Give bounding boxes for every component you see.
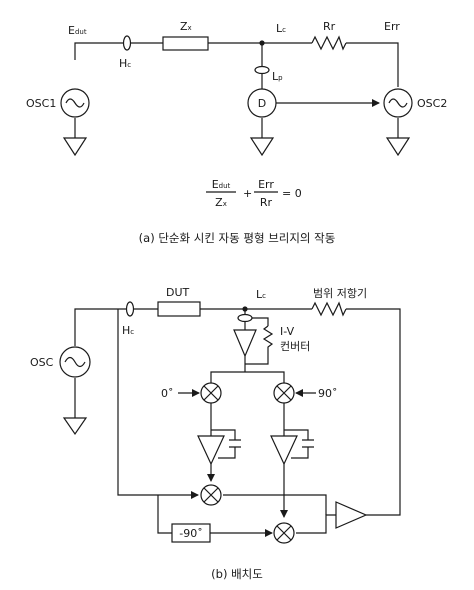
label-zx: Zx [180,20,192,33]
lc-node [259,40,265,46]
label-0deg: 0˚ [161,387,174,400]
eq-num2: Err [258,178,274,191]
label-osc2: OSC2 [417,97,447,110]
integrator-right [270,435,298,466]
dut-box [157,301,201,317]
wire-split [210,371,285,383]
wire-int-right-fb2 [291,447,309,459]
lp-probe-icon [254,65,270,75]
eq-plus: + [243,187,252,200]
mixer-bottom-lower [273,522,295,544]
wire-int-left-fb [211,429,236,440]
wire-int-left-fb2 [218,447,236,459]
label-osc1: OSC1 [26,97,56,110]
label-iv: I-V [280,325,295,338]
wire-loop-left [117,309,199,499]
label-hc: Hc [122,324,134,337]
eq-den1: Zx [215,196,227,209]
wire-lc-feedback [245,317,269,326]
ground-icon [385,137,411,157]
wire-int-right-fb [284,429,309,440]
eq-den2: Rr [260,196,273,209]
label-hc: Hc [119,57,131,70]
diagram-a: Edut Hc Zx Lc Rr Err Lp OSC1 OSC2 D Edut… [26,20,447,245]
label-lp: Lp [272,70,283,83]
label-dut: DUT [166,286,190,299]
sine-icon [64,356,86,368]
capacitor-icon [229,439,241,448]
capacitor-icon [302,439,314,448]
hc-probe-icon [125,301,135,317]
detector-circle [247,88,277,118]
ground-icon [62,417,88,436]
label-detector: D [258,97,266,110]
hc-probe-icon [122,35,132,51]
mixer-bottom-upper [200,484,222,506]
rr-resistor [311,35,347,51]
output-amplifier [335,501,368,529]
label-osc: OSC [30,356,54,369]
ground-icon [62,137,88,157]
sine-icon [65,98,85,108]
wire-loop-bottom-left [157,495,172,534]
lc-probe-icon [237,313,253,323]
iv-amplifier [233,329,257,358]
wire-feedback-res-bottom [245,350,269,365]
caption-a: (a) 단순화 시킨 자동 평형 브리지의 작동 [139,231,336,245]
eq-num1: Edut [212,178,231,191]
label-phase-shift: -90˚ [179,527,202,540]
label-90deg: 90˚ [318,387,338,400]
balance-equation: Edut Zx + Err Rr = 0 [206,178,302,209]
label-converter: 컨버터 [280,340,310,353]
wire-mixer-bottom-right [296,514,336,534]
diagram-b: OSC DUT Hc Lc 범위 저항기 I-V 컨버터 0˚ 90˚ -90˚… [30,286,401,581]
range-resistor [311,301,347,317]
label-err: Err [384,20,400,33]
eq-rhs: = 0 [282,187,302,200]
label-lc: Lc [256,288,266,301]
iv-feedback-resistor [262,325,274,350]
zx-impedance-box [162,36,209,51]
wire-rr-to-err [346,42,399,87]
caption-b: (b) 배치도 [211,567,263,581]
ground-icon [249,137,275,157]
wire-top-left [74,42,163,60]
phase-shift-box [171,523,211,543]
lc-node [242,306,248,312]
wire-top-left [74,308,158,346]
mixer-90deg [273,382,295,404]
label-lc: Lc [276,22,286,35]
label-e-dut: Edut [68,24,87,37]
integrator-left [197,435,225,466]
wire-range-resistor-right [346,308,401,516]
mixer-0deg [200,382,222,404]
label-rr: Rr [323,20,336,33]
wire-mixer-top-right [223,494,327,515]
label-range-resistor: 범위 저항기 [313,287,367,300]
sine-icon [388,98,408,108]
